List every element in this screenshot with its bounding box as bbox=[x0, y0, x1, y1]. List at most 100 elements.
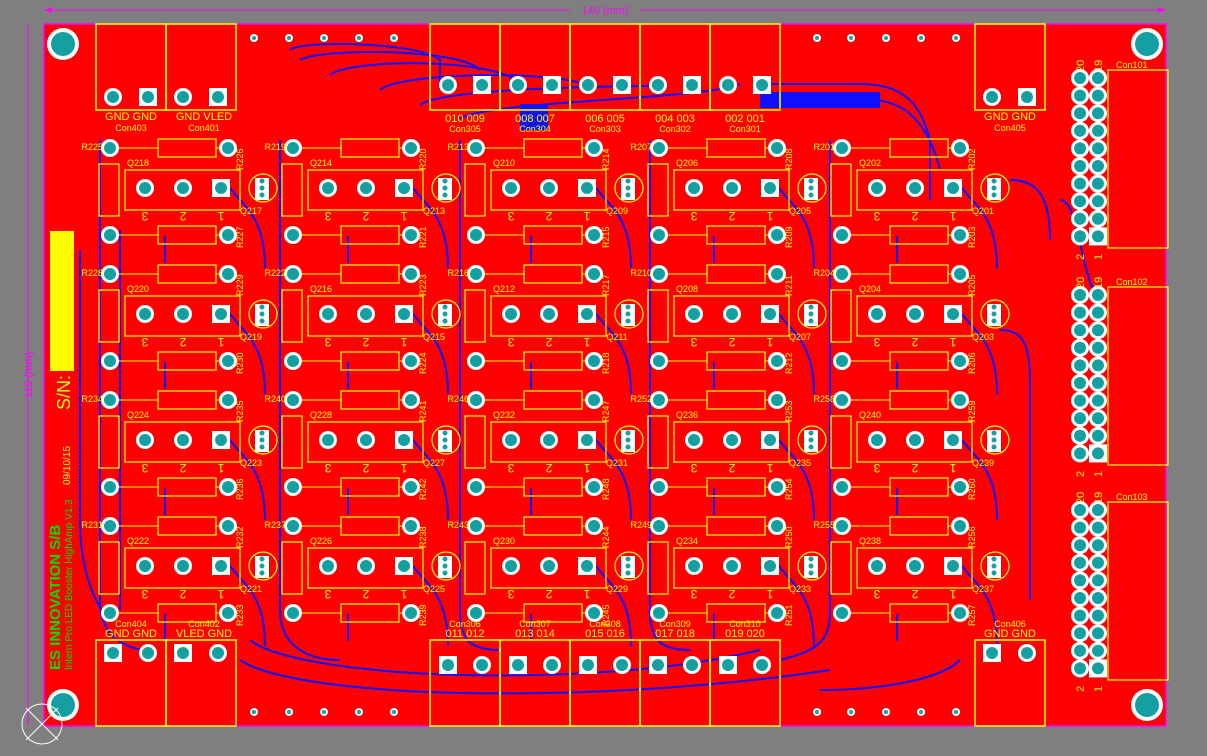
small-transistor-label: Q209 bbox=[606, 206, 628, 216]
pin-number: 2 bbox=[545, 461, 552, 475]
small-transistor-label: Q233 bbox=[789, 584, 811, 594]
resistor-label: R203 bbox=[967, 226, 977, 248]
header-pin-number: 20 bbox=[1075, 492, 1087, 504]
resistor-label: R244 bbox=[601, 526, 611, 548]
bottom-connector-name: Con308 bbox=[589, 619, 621, 629]
transistor-label: Q202 bbox=[859, 158, 881, 168]
pin-number: 3 bbox=[507, 461, 514, 475]
width-dimension: 140 (mm) bbox=[581, 5, 628, 17]
resistor-label: R220 bbox=[418, 148, 428, 170]
resistor-label: R222 bbox=[264, 268, 286, 278]
small-transistor-label: Q211 bbox=[606, 332, 627, 342]
top-connector-pins: 004 003 bbox=[655, 113, 695, 125]
small-transistor-label: Q217 bbox=[240, 206, 262, 216]
bottom-connector-name: Con310 bbox=[729, 619, 761, 629]
transistor-label: Q234 bbox=[676, 536, 698, 546]
resistor-label: R231 bbox=[81, 520, 103, 530]
pin-number: 2 bbox=[179, 461, 186, 475]
pin-number: 3 bbox=[141, 587, 148, 601]
resistor-label: R240 bbox=[264, 394, 286, 404]
small-transistor-label: Q235 bbox=[789, 458, 811, 468]
pin-number: 1 bbox=[949, 461, 956, 475]
transistor-label: Q238 bbox=[859, 536, 881, 546]
pin-number: 2 bbox=[362, 209, 369, 223]
resistor-label: R256 bbox=[967, 526, 977, 548]
bottom-connector-pins: 013 014 bbox=[515, 628, 555, 640]
resistor-label: R232 bbox=[235, 526, 245, 548]
header-pin-number: 19 bbox=[1093, 277, 1105, 289]
header-pin-number: 19 bbox=[1093, 492, 1105, 504]
pin-number: 2 bbox=[911, 335, 918, 349]
bottom-connector-name: Con309 bbox=[659, 619, 691, 629]
bottom-connector-name: Con307 bbox=[519, 619, 551, 629]
pin-number: 1 bbox=[400, 461, 407, 475]
pin-number: 3 bbox=[507, 587, 514, 601]
resistor-label: R230 bbox=[235, 352, 245, 374]
pin-number: 3 bbox=[873, 209, 880, 223]
pin-number: 1 bbox=[400, 209, 407, 223]
small-transistor-label: Q223 bbox=[240, 458, 262, 468]
resistor-label: R225 bbox=[81, 142, 103, 152]
resistor-label: R218 bbox=[601, 352, 611, 374]
transistor-label: Q216 bbox=[310, 284, 332, 294]
pin-number: 3 bbox=[690, 209, 697, 223]
small-transistor-label: Q203 bbox=[972, 332, 994, 342]
resistor-label: R221 bbox=[418, 226, 428, 248]
transistor-label: Q224 bbox=[127, 410, 149, 420]
resistor-label: R250 bbox=[784, 526, 794, 548]
pin-number: 1 bbox=[766, 461, 773, 475]
con401-pins: GND VLED bbox=[176, 111, 232, 123]
resistor-label: R211 bbox=[784, 275, 794, 296]
pin-number: 1 bbox=[583, 335, 590, 349]
dimension-lines: 140 (mm) 110 (mm) bbox=[23, 3, 1166, 726]
transistor-label: Q206 bbox=[676, 158, 698, 168]
pin-number: 1 bbox=[217, 587, 224, 601]
resistor-label: R205 bbox=[967, 274, 977, 296]
pin-number: 3 bbox=[690, 587, 697, 601]
pin-number: 3 bbox=[873, 335, 880, 349]
header-pin-number: 2 bbox=[1075, 686, 1087, 692]
pin-number: 2 bbox=[911, 209, 918, 223]
pin-number: 2 bbox=[179, 335, 186, 349]
pin-number: 1 bbox=[949, 335, 956, 349]
transistor-label: Q228 bbox=[310, 410, 332, 420]
resistor-label: R254 bbox=[784, 478, 794, 500]
pin-number: 3 bbox=[324, 587, 331, 601]
small-transistor-label: Q201 bbox=[972, 206, 994, 216]
resistor-label: R242 bbox=[418, 478, 428, 500]
pin-number: 1 bbox=[766, 587, 773, 601]
top-connector-name: Con305 bbox=[449, 124, 481, 134]
small-transistor-label: Q227 bbox=[423, 458, 445, 468]
resistor-label: R207 bbox=[630, 142, 652, 152]
pin-number: 2 bbox=[728, 335, 735, 349]
transistor-label: Q220 bbox=[127, 284, 149, 294]
small-transistor-label: Q215 bbox=[423, 332, 445, 342]
resistor-label: R243 bbox=[447, 520, 469, 530]
pin-number: 3 bbox=[141, 209, 148, 223]
resistor-label: R248 bbox=[601, 478, 611, 500]
transistor-label: Q212 bbox=[493, 284, 515, 294]
resistor-label: R210 bbox=[630, 268, 652, 278]
con404-name: Con404 bbox=[115, 619, 147, 629]
small-transistor-label: Q231 bbox=[606, 458, 628, 468]
header-name: Con102 bbox=[1116, 277, 1148, 287]
pin-number: 1 bbox=[217, 209, 224, 223]
pin-number: 3 bbox=[507, 335, 514, 349]
resistor-label: R259 bbox=[967, 400, 977, 422]
transistor-label: Q214 bbox=[310, 158, 332, 168]
pin-number: 3 bbox=[507, 209, 514, 223]
header-name: Con101 bbox=[1116, 60, 1148, 70]
